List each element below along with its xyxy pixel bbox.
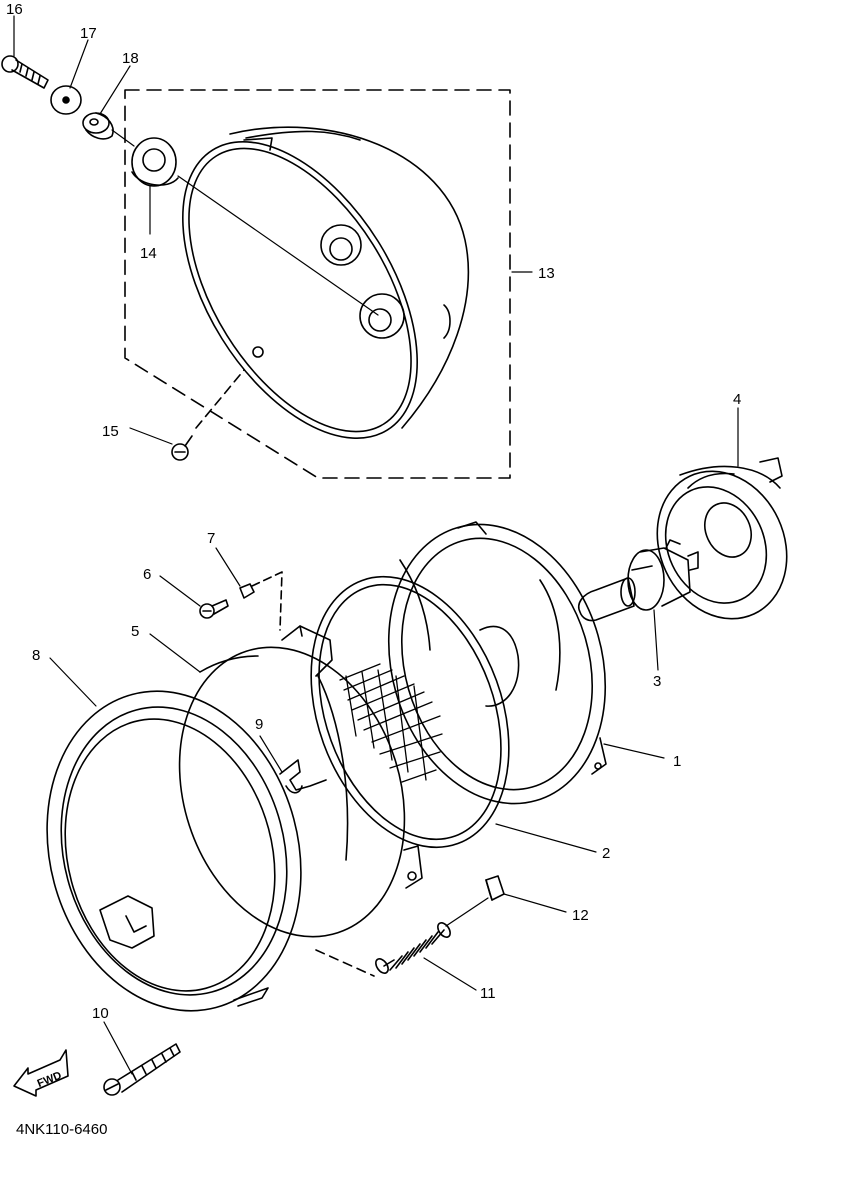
mounting-case-5: [178, 625, 423, 938]
callout-17: 17: [80, 25, 97, 42]
callout-4: 4: [733, 391, 741, 408]
rim-8: [46, 690, 302, 1012]
fwd-arrow-icon: [13, 1049, 69, 1097]
washer-17: [50, 85, 82, 115]
headlight-body-group: [1, 55, 511, 479]
callout-11: 11: [480, 985, 496, 1002]
callout-10: 10: [92, 1005, 109, 1022]
socket-cover-4: [656, 457, 788, 620]
lens-2: [310, 575, 510, 849]
headlight-body-shell: [182, 126, 470, 439]
callout-16: 16: [6, 1, 23, 18]
callout-1: 1: [673, 753, 681, 770]
bulb-3: [578, 539, 699, 622]
nut-7: [239, 571, 283, 631]
screw-10: [103, 1043, 181, 1096]
screw-6: [199, 599, 229, 619]
callout-15: 15: [102, 423, 119, 440]
fwd-label: FWD: [36, 1070, 64, 1091]
callout-9: 9: [255, 716, 263, 733]
spring-11: [315, 897, 489, 977]
callout-8: 8: [32, 647, 40, 664]
collar-18: [82, 112, 114, 140]
grommet-14: [131, 137, 179, 187]
callout-18: 18: [122, 50, 139, 67]
leader-lines: [13, 15, 739, 1075]
callouts: 16 17 18 14 13 15 4 7 6 5 8 3 9 1 2 12 1…: [6, 1, 741, 1022]
group-13-dashed-boundary: [124, 89, 511, 479]
callout-6: 6: [143, 566, 151, 583]
callout-5: 5: [131, 623, 139, 640]
callout-7: 7: [207, 530, 215, 547]
part-code: 4NK110-6460: [16, 1121, 107, 1138]
callout-12: 12: [572, 907, 589, 924]
clip-9: [279, 759, 327, 794]
callout-2: 2: [602, 845, 610, 862]
callout-13: 13: [538, 265, 555, 282]
callout-14: 14: [140, 245, 157, 262]
holder-12: [485, 875, 505, 901]
bolt-16: [1, 55, 49, 89]
headlight-unit-1: [387, 521, 607, 805]
screw-15: [171, 435, 193, 461]
callout-3: 3: [653, 673, 661, 690]
